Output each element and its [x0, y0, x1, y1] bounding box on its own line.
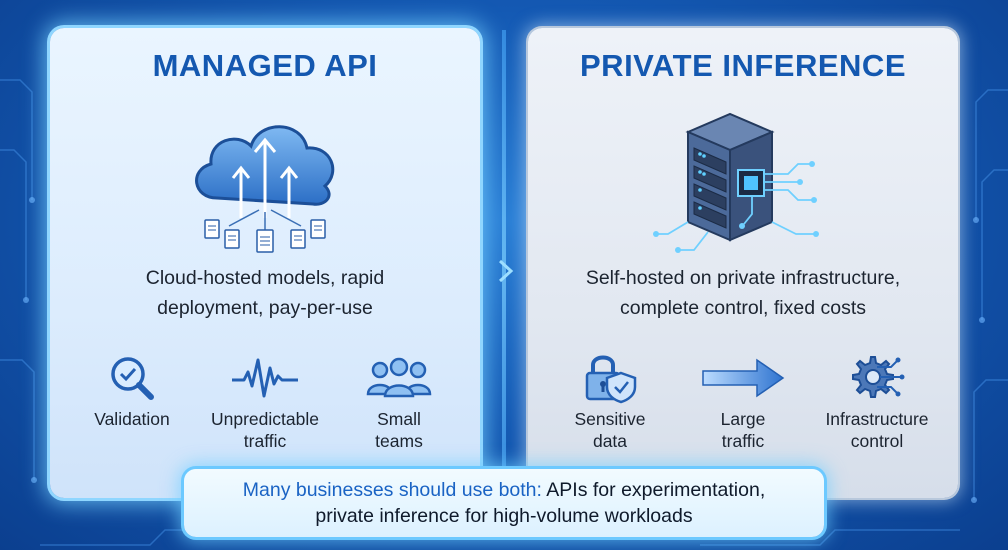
feature-validation: Validation — [65, 348, 199, 430]
description-line: Self-hosted on private infrastructure, — [585, 267, 901, 289]
feature-small-teams: Small teams — [332, 348, 466, 452]
feature-label: Infrastructure — [825, 409, 929, 429]
feature-large-traffic: Large traffic — [676, 348, 810, 452]
panel-title: MANAGED API — [152, 48, 378, 83]
summary-banner: Many businesses should use both: APIs fo… — [184, 469, 824, 537]
feature-label: Sensitive — [574, 409, 646, 429]
cloud-upload-icon — [50, 106, 480, 256]
waveform-icon — [198, 348, 332, 408]
feature-label: control — [850, 431, 904, 451]
feature-label: Small — [377, 409, 421, 429]
arrow-right-icon — [676, 348, 810, 408]
team-icon — [332, 348, 466, 408]
banner-highlight: Many businesses should use both: — [242, 479, 542, 501]
feature-sensitive-data: Sensitive data — [543, 348, 677, 452]
description-line: Cloud-hosted models, rapid — [145, 267, 385, 289]
banner-text: private inference for high-volume worklo… — [315, 505, 693, 527]
managed-api-panel: MANAGED API — [50, 28, 480, 498]
description-line: deployment, pay-per-use — [157, 297, 373, 319]
feature-label: traffic — [243, 431, 287, 451]
magnifier-check-icon — [65, 348, 199, 408]
private-inference-panel: PRIVATE INFERENCE Self-hosted on pr — [528, 28, 958, 498]
feature-label: Validation — [94, 409, 170, 429]
description-line: complete control, fixed costs — [619, 297, 867, 319]
gear-circuit-icon — [810, 348, 944, 408]
server-chip-icon — [528, 104, 958, 264]
lock-shield-icon — [543, 348, 677, 408]
chevron-right-icon — [498, 259, 514, 283]
feature-label: Large — [720, 409, 766, 429]
panel-description: Cloud-hosted models, rapid deployment, p… — [60, 263, 470, 323]
panel-description: Self-hosted on private infrastructure, c… — [538, 263, 948, 323]
banner-text: APIs for experimentation, — [541, 479, 766, 501]
feature-label: traffic — [721, 431, 765, 451]
feature-infrastructure-control: Infrastructure control — [810, 348, 944, 452]
feature-label: teams — [375, 431, 423, 451]
feature-label: Unpredictable — [211, 409, 319, 429]
feature-unpredictable-traffic: Unpredictable traffic — [198, 348, 332, 452]
panel-title: PRIVATE INFERENCE — [580, 48, 906, 83]
feature-label: data — [592, 431, 628, 451]
